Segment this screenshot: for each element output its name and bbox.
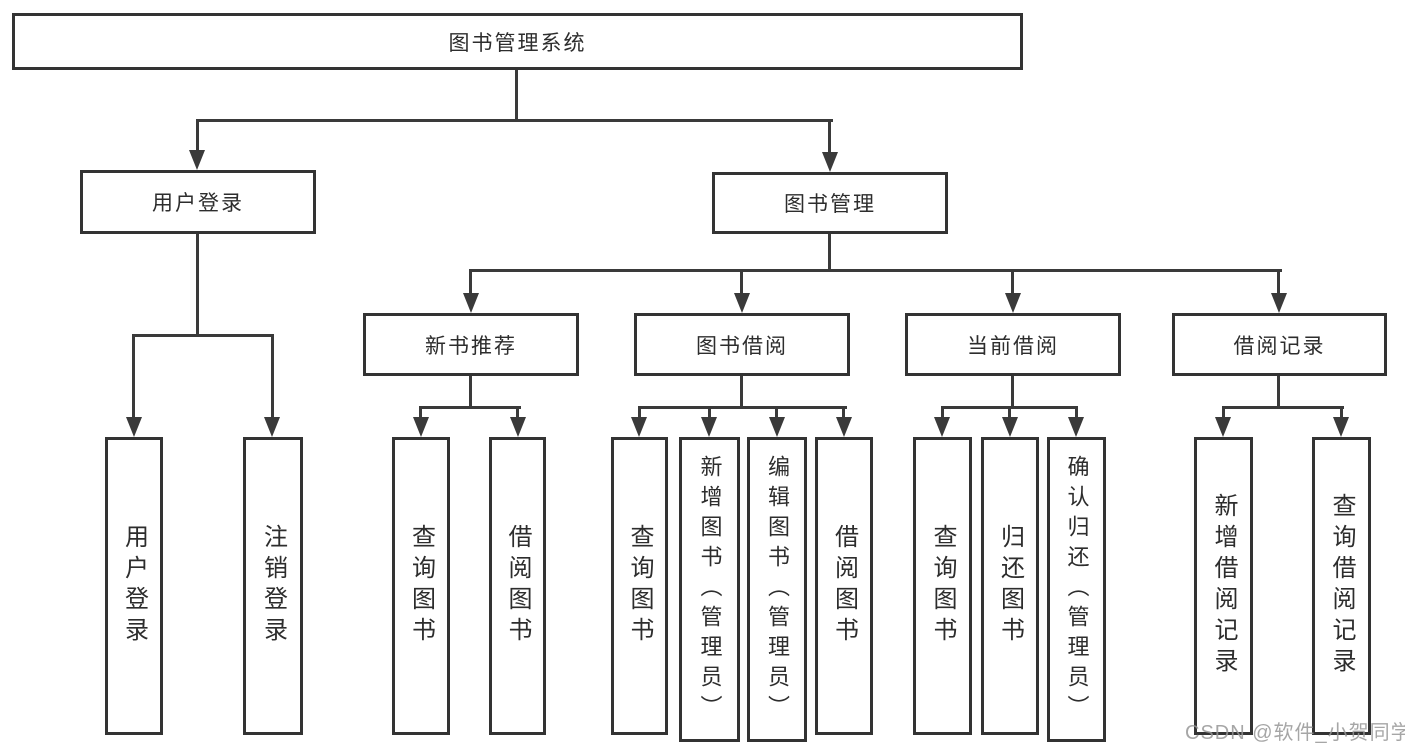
leaf-query-books-borrowing: 查询图书 bbox=[611, 437, 668, 735]
connector-to-current-borrow bbox=[1011, 269, 1014, 294]
node-current-borrowing: 当前借阅 bbox=[905, 313, 1121, 376]
connector-level1-horizontal bbox=[196, 119, 833, 122]
node-label: 新书推荐 bbox=[425, 334, 517, 358]
node-label: 图书管理 bbox=[784, 193, 876, 216]
connector-leaf bbox=[1222, 406, 1225, 418]
node-label: 查询图书 bbox=[407, 524, 435, 648]
leaf-user-login: 用户登录 bbox=[105, 437, 163, 735]
connector-user-login-stub bbox=[196, 234, 199, 336]
node-borrow-records: 借阅记录 bbox=[1172, 313, 1387, 376]
connector-user-login-horizontal bbox=[132, 334, 274, 337]
connector-to-book-borrow bbox=[740, 269, 743, 294]
leaf-logout: 注销登录 bbox=[243, 437, 303, 735]
connector-to-user-login bbox=[196, 119, 199, 151]
connector-borrow-records-horizontal bbox=[1222, 406, 1344, 409]
node-label: 确认归还（管理员） bbox=[1064, 454, 1090, 725]
leaf-query-borrow-record: 查询借阅记录 bbox=[1312, 437, 1371, 735]
arrowhead-down-icon bbox=[631, 417, 647, 437]
arrowhead-down-icon bbox=[189, 150, 205, 170]
leaf-query-books-newbooks: 查询图书 bbox=[392, 437, 450, 735]
arrowhead-down-icon bbox=[822, 152, 838, 172]
leaf-query-books-current: 查询图书 bbox=[913, 437, 972, 735]
node-label: 编辑图书（管理员） bbox=[765, 454, 790, 725]
node-label: 归还图书 bbox=[996, 524, 1024, 648]
arrowhead-down-icon bbox=[701, 417, 717, 437]
node-label: 用户登录 bbox=[120, 524, 148, 648]
node-label: 当前借阅 bbox=[967, 334, 1059, 358]
node-label: 借阅图书 bbox=[504, 524, 531, 648]
node-label: 新增借阅记录 bbox=[1210, 493, 1237, 679]
arrowhead-down-icon bbox=[1271, 293, 1287, 313]
arrowhead-down-icon bbox=[510, 417, 526, 437]
connector-leaf bbox=[708, 406, 711, 418]
arrowhead-down-icon bbox=[1005, 293, 1021, 313]
connector-borrow-records-stub bbox=[1277, 376, 1280, 408]
connector-to-borrow-records bbox=[1277, 269, 1280, 294]
arrowhead-down-icon bbox=[836, 417, 852, 437]
leaf-borrow-books-newbooks: 借阅图书 bbox=[489, 437, 546, 735]
node-label: 注销登录 bbox=[259, 524, 287, 648]
arrowhead-down-icon bbox=[1215, 417, 1231, 437]
connector-leaf bbox=[941, 406, 944, 418]
node-label: 图书借阅 bbox=[696, 334, 788, 358]
node-label: 新增图书（管理员） bbox=[697, 454, 723, 725]
arrowhead-down-icon bbox=[934, 417, 950, 437]
connector-leaf bbox=[775, 406, 778, 418]
connector-new-books-stub bbox=[469, 376, 472, 408]
arrowhead-down-icon bbox=[769, 417, 785, 437]
node-label: 借阅图书 bbox=[830, 524, 858, 648]
leaf-edit-books-admin: 编辑图书（管理员） bbox=[747, 437, 807, 742]
arrowhead-down-icon bbox=[463, 293, 479, 313]
node-user-login: 用户登录 bbox=[80, 170, 316, 234]
connector-leaf bbox=[516, 406, 519, 418]
leaf-borrow-books-borrowing: 借阅图书 bbox=[815, 437, 873, 735]
connector-book-borrow-horizontal bbox=[638, 406, 847, 409]
leaf-add-books-admin: 新增图书（管理员） bbox=[679, 437, 740, 742]
connector-to-book-mgmt bbox=[828, 119, 831, 153]
arrowhead-down-icon bbox=[126, 417, 142, 437]
node-book-borrowing: 图书借阅 bbox=[634, 313, 850, 376]
connector-new-books-horizontal bbox=[419, 406, 521, 409]
leaf-confirm-return-admin: 确认归还（管理员） bbox=[1047, 437, 1106, 742]
connector-leaf bbox=[1075, 406, 1078, 418]
node-library-management-system: 图书管理系统 bbox=[12, 13, 1023, 70]
arrowhead-down-icon bbox=[413, 417, 429, 437]
csdn-watermark: CSDN @软件_小贺同学 bbox=[1185, 722, 1405, 744]
arrowhead-down-icon bbox=[734, 293, 750, 313]
connector-leaf bbox=[419, 406, 422, 418]
arrowhead-down-icon bbox=[1333, 417, 1349, 437]
leaf-return-books: 归还图书 bbox=[981, 437, 1039, 735]
connector-to-new-books bbox=[469, 269, 472, 294]
node-label: 查询借阅记录 bbox=[1328, 493, 1355, 679]
connector-to-leaf-logout bbox=[271, 334, 274, 417]
arrowhead-down-icon bbox=[1068, 417, 1084, 437]
connector-book-borrow-stub bbox=[740, 376, 743, 408]
arrowhead-down-icon bbox=[264, 417, 280, 437]
connector-leaf bbox=[1340, 406, 1343, 418]
connector-book-mgmt-stub bbox=[828, 234, 831, 271]
leaf-add-borrow-record: 新增借阅记录 bbox=[1194, 437, 1253, 735]
arrowhead-down-icon bbox=[1002, 417, 1018, 437]
connector-leaf bbox=[1008, 406, 1011, 418]
node-label: 图书管理系统 bbox=[448, 31, 587, 55]
node-label: 查询图书 bbox=[929, 524, 956, 648]
connector-level2-horizontal bbox=[469, 269, 1282, 272]
connector-leaf bbox=[638, 406, 641, 418]
node-label: 借阅记录 bbox=[1233, 334, 1326, 358]
node-new-book-recommend: 新书推荐 bbox=[363, 313, 579, 376]
node-label: 查询图书 bbox=[626, 524, 653, 648]
node-label: 用户登录 bbox=[152, 192, 244, 215]
connector-root-stub bbox=[515, 68, 518, 121]
connector-leaf bbox=[842, 406, 845, 418]
connector-to-leaf-user-login bbox=[132, 334, 135, 417]
node-book-management: 图书管理 bbox=[712, 172, 948, 234]
connector-current-borrow-stub bbox=[1011, 376, 1014, 408]
